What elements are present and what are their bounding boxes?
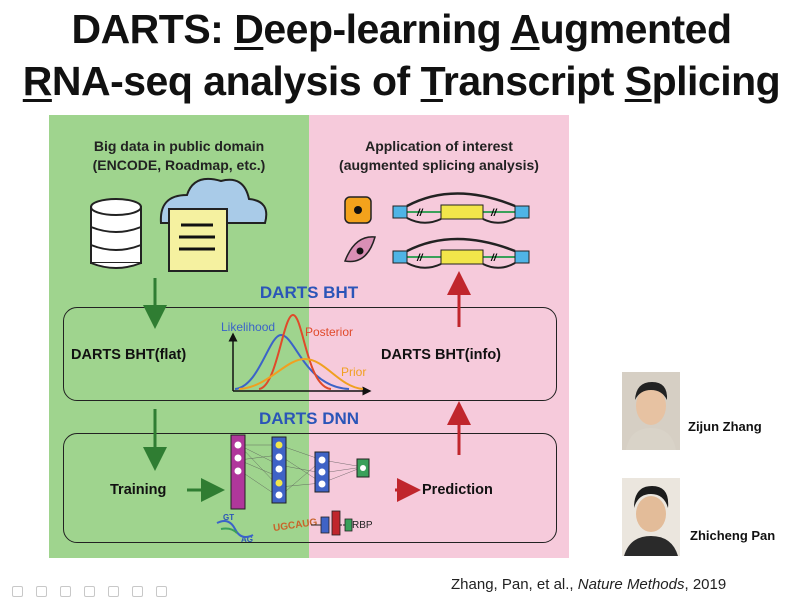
- distribution-plot: [228, 313, 372, 396]
- svg-text://: //: [416, 208, 424, 219]
- svg-text://: //: [490, 253, 498, 264]
- application-panel: [309, 115, 569, 558]
- splicing-diagram-bottom: // //: [392, 237, 530, 269]
- title-initial: D: [234, 6, 264, 52]
- toolbar-icon[interactable]: [36, 586, 47, 597]
- cell-icon-round: [344, 196, 372, 224]
- splice-ag-label: AG: [241, 535, 253, 544]
- public-data-panel: [49, 115, 309, 558]
- public-data-heading: Big data in public domain (ENCODE, Roadm…: [59, 137, 299, 175]
- darts-figure: Big data in public domain (ENCODE, Roadm…: [49, 115, 569, 558]
- figure-graphics: // // // //: [90, 177, 530, 538]
- title-segment: ranscript: [442, 58, 625, 104]
- citation-journal: Nature Methods: [577, 576, 685, 593]
- splice-gt-label: GT: [223, 513, 235, 522]
- cell-icon-spindle: [343, 236, 376, 263]
- title-segment: ugmented: [539, 6, 732, 52]
- title-segment: NA-seq analysis of: [51, 58, 421, 104]
- svg-text://: //: [416, 253, 424, 264]
- toolbar-icon[interactable]: [132, 586, 143, 597]
- application-heading-line-2: (augmented splicing analysis): [339, 157, 539, 173]
- title-initial: A: [510, 6, 541, 52]
- application-heading-line-1: Application of interest: [365, 138, 513, 154]
- cloud-document-icon: [159, 177, 268, 272]
- neural-network: [230, 434, 370, 510]
- toolbar-icon[interactable]: [84, 586, 95, 597]
- slide-title-line-2: RNA-seq analysis of Transcript Splicing: [0, 56, 803, 106]
- application-heading: Application of interest (augmented splic…: [314, 137, 564, 175]
- citation: Zhang, Pan, et al., Nature Methods, 2019: [451, 576, 726, 593]
- darts-dnn-box: [63, 433, 557, 543]
- toolbar-icon[interactable]: [108, 586, 119, 597]
- title-segment: plicing: [651, 58, 781, 104]
- darts-bht-box: [63, 307, 557, 401]
- likelihood-label: Likelihood: [221, 320, 276, 334]
- public-data-heading-line-1: Big data in public domain: [93, 138, 265, 154]
- darts-dnn-title: DARTS DNN: [258, 409, 360, 428]
- title-segment: eep-learning: [263, 6, 511, 52]
- svg-text://: //: [490, 208, 498, 219]
- prior-label: Prior: [341, 365, 367, 379]
- posterior-label: Posterior: [305, 325, 354, 339]
- title-initial: T: [420, 58, 444, 104]
- slide-title-line-1: DARTS: Deep-learning Augmented: [0, 4, 803, 54]
- bht-info-label: DARTS BHT(info): [381, 347, 502, 363]
- avatar: [622, 372, 680, 450]
- person-photo-icon: [622, 478, 680, 556]
- rbp-label: RBP: [352, 520, 373, 531]
- avatar: [622, 478, 680, 556]
- citation-authors: Zhang, Pan, et al.,: [451, 576, 578, 593]
- title-initial: S: [624, 58, 652, 104]
- public-data-heading-line-2: (ENCODE, Roadmap, etc.): [92, 157, 266, 173]
- toolbar-icon[interactable]: [60, 586, 71, 597]
- training-label: Training: [110, 482, 167, 498]
- darts-bht-title: DARTS BHT: [259, 283, 359, 302]
- toolbar-icon[interactable]: [12, 586, 23, 597]
- bht-flat-label: DARTS BHT(flat): [71, 347, 187, 363]
- splice-site-icon: [216, 520, 254, 538]
- splicing-diagram-top: // //: [392, 192, 530, 224]
- toolbar-icon[interactable]: [156, 586, 167, 597]
- rbp-domain-icon: [311, 510, 353, 536]
- prediction-label: Prediction: [422, 482, 493, 498]
- title-segment: DARTS:: [71, 6, 235, 52]
- person-name: Zijun Zhang: [688, 419, 762, 434]
- citation-year: , 2019: [684, 576, 727, 593]
- title-initial: R: [22, 58, 53, 104]
- slide-toolbar: [0, 580, 230, 600]
- database-icon: [90, 198, 142, 269]
- person-name: Zhicheng Pan: [690, 528, 776, 543]
- person-photo-icon: [622, 372, 680, 450]
